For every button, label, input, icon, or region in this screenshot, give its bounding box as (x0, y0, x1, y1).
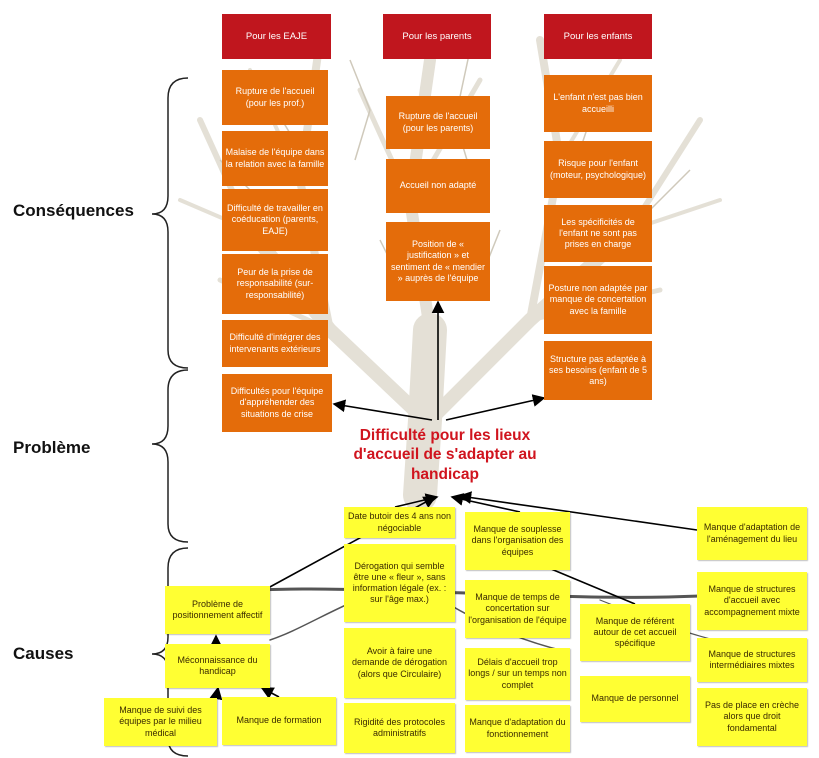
consequence-enfants: Risque pour l'enfant (moteur, psychologi… (544, 141, 652, 198)
cause-center: Délais d'accueil trop longs / sur un tem… (465, 648, 570, 700)
consequence-parents: Position de « justification » et sentime… (386, 222, 490, 301)
consequence-enfants: Les spécificités de l'enfant ne sont pas… (544, 205, 652, 262)
consequence-eaje: Rupture de l'accueil (pour les prof.) (222, 70, 328, 125)
consequence-enfants: Structure pas adaptée à ses besoins (enf… (544, 341, 652, 400)
central-problem: Difficulté pour les lieux d'accueil de s… (353, 427, 537, 483)
consequence-enfants: L'enfant n'est pas bien accueilli (544, 75, 652, 132)
cause-left: Problème de positionnement affectif (165, 586, 270, 634)
cause-right: Manque de structures d'accueil avec acco… (697, 572, 807, 630)
label-probleme: Problème (13, 438, 91, 457)
consequence-parents: Rupture de l'accueil (pour les parents) (386, 96, 490, 149)
cause-center: Dérogation qui semble être une « fleur »… (344, 544, 455, 622)
cause-center: Date butoir des 4 ans non négociable (344, 507, 455, 538)
header-parents: Pour les parents (383, 14, 491, 59)
consequence-eaje: Peur de la prise de responsabilité (sur-… (222, 254, 328, 314)
cause-center: Manque de personnel (580, 676, 690, 722)
cause-center: Rigidité des protocoles administratifs (344, 703, 455, 753)
cause-center: Manque d'adaptation du fonctionnement (465, 705, 570, 752)
cause-left: Manque de formation (222, 697, 336, 745)
header-enfants: Pour les enfants (544, 14, 652, 59)
cause-center: Manque de référent autour de cet accueil… (580, 604, 690, 661)
cause-left: Méconnaissance du handicap (165, 644, 270, 688)
cause-right: Manque d'adaptation de l'aménagement du … (697, 507, 807, 560)
label-consequences: Conséquences (13, 201, 134, 220)
cause-right: Manque de structures intermédiaires mixt… (697, 638, 807, 682)
consequence-eaje: Difficulté d'intégrer des intervenants e… (222, 320, 328, 367)
consequence-eaje: Malaise de l'équipe dans la relation ave… (222, 131, 328, 186)
cause-right: Pas de place en crèche alors que droit f… (697, 688, 807, 746)
cause-left: Manque de suivi des équipes par le milie… (104, 698, 217, 746)
cause-center: Manque de temps de concertation sur l'or… (465, 580, 570, 638)
label-causes: Causes (13, 644, 74, 663)
consequence-eaje: Difficultés pour l'équipe d'appréhender … (222, 374, 332, 432)
consequence-eaje: Difficulté de travailler en coéducation … (222, 189, 328, 251)
header-eaje: Pour les EAJE (222, 14, 331, 59)
consequence-enfants: Posture non adaptée par manque de concer… (544, 266, 652, 334)
cause-center: Avoir à faire une demande de dérogation … (344, 628, 455, 698)
consequence-parents: Accueil non adapté (386, 159, 490, 213)
cause-center: Manque de souplesse dans l'organisation … (465, 512, 570, 570)
